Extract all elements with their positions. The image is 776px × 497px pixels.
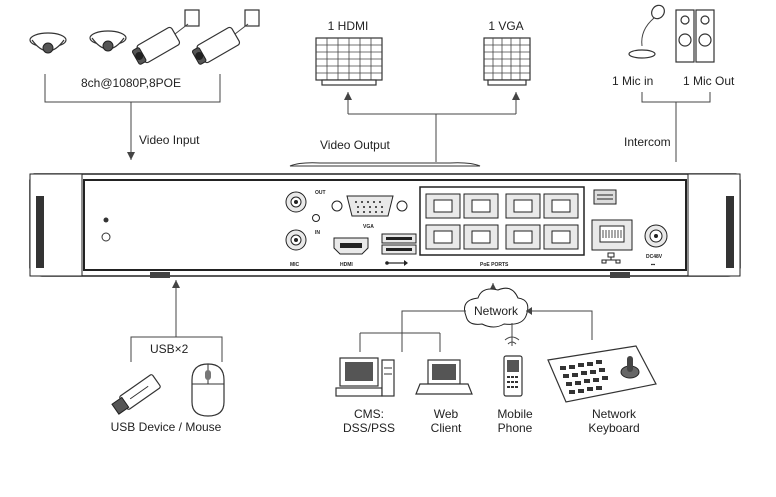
poe-port[interactable] bbox=[463, 193, 499, 219]
warning-label-icon bbox=[593, 189, 617, 205]
hdmi-arrow-icon bbox=[344, 92, 352, 100]
audio-out-label: OUT bbox=[315, 190, 326, 196]
video-input-arrow-icon bbox=[127, 152, 135, 160]
dc-power-symbol: ⎓ bbox=[651, 262, 655, 268]
speaker-icon bbox=[675, 9, 715, 63]
mic-in-port[interactable] bbox=[285, 229, 307, 251]
poe-ports-label: PoE PORTS bbox=[480, 262, 509, 268]
dc-power-label: DC48V bbox=[646, 254, 663, 260]
poe-port[interactable] bbox=[543, 224, 579, 250]
microphone-icon bbox=[628, 4, 665, 59]
network-keyboard-label-line2: Keyboard bbox=[588, 421, 639, 435]
vga-port-label: VGA bbox=[363, 224, 374, 230]
usb-device-label: USB Device / Mouse bbox=[111, 420, 222, 434]
desktop-computer-icon bbox=[335, 357, 395, 397]
mobile-phone-label-line2: Phone bbox=[498, 421, 533, 435]
laptop-icon bbox=[415, 359, 473, 395]
usb-flash-drive-icon bbox=[111, 374, 161, 415]
dc-power-port[interactable] bbox=[644, 224, 668, 248]
audio-out-port[interactable] bbox=[285, 191, 307, 213]
intercom-label: Intercom bbox=[624, 135, 671, 149]
network-keyboard-icon bbox=[547, 345, 657, 403]
mic-port-label: MIC bbox=[290, 262, 300, 268]
camera-bracket bbox=[44, 74, 221, 103]
usb-bracket bbox=[130, 336, 223, 362]
usb-symbol-icon bbox=[385, 260, 408, 266]
mobile-phone-icon bbox=[503, 336, 523, 397]
bullet-camera-icon bbox=[131, 9, 200, 65]
vga-monitor-label: 1 VGA bbox=[488, 19, 523, 33]
usb-arrow-icon bbox=[172, 280, 180, 288]
ground-screw-icon bbox=[101, 217, 111, 242]
network-cloud-icon bbox=[464, 287, 529, 328]
usb-port[interactable] bbox=[381, 244, 417, 255]
network-label: Network bbox=[474, 304, 519, 318]
poe-port[interactable] bbox=[505, 193, 541, 219]
nvr-rear-panel bbox=[29, 162, 741, 278]
poe-port-block bbox=[419, 186, 585, 256]
dome-camera-icon bbox=[89, 30, 127, 52]
hdmi-monitor-label: 1 HDMI bbox=[328, 19, 369, 33]
vga-port[interactable] bbox=[331, 195, 408, 217]
hdmi-monitor-icon bbox=[315, 37, 383, 86]
mic-in-label: 1 Mic in bbox=[612, 74, 653, 88]
status-led-icon bbox=[312, 214, 320, 222]
camera-spec-label: 8ch@1080P,8POE bbox=[81, 76, 181, 90]
bullet-camera-icon bbox=[191, 9, 260, 65]
intercom-bracket bbox=[641, 92, 711, 103]
video-input-label: Video Input bbox=[139, 133, 200, 147]
usb-count-label: USB×2 bbox=[150, 342, 189, 356]
mouse-icon bbox=[191, 363, 225, 417]
network-keyboard-label-line1: Network bbox=[592, 407, 637, 421]
video-output-label: Video Output bbox=[320, 138, 390, 152]
mic-in-port-label: IN bbox=[315, 230, 320, 236]
vga-monitor-icon bbox=[483, 37, 531, 86]
poe-port[interactable] bbox=[463, 224, 499, 250]
ethernet-port[interactable] bbox=[591, 219, 633, 251]
poe-port[interactable] bbox=[543, 193, 579, 219]
mic-out-label: 1 Mic Out bbox=[683, 74, 735, 88]
web-client-label-line1: Web bbox=[434, 407, 459, 421]
poe-port[interactable] bbox=[425, 193, 461, 219]
camera-group bbox=[29, 9, 260, 65]
web-client-label-line2: Client bbox=[431, 421, 462, 435]
poe-port[interactable] bbox=[505, 224, 541, 250]
usb-port[interactable] bbox=[381, 233, 417, 244]
poe-port[interactable] bbox=[425, 224, 461, 250]
network-symbol-icon bbox=[601, 252, 621, 264]
mobile-phone-label-line1: Mobile bbox=[497, 407, 533, 421]
dome-camera-icon bbox=[29, 32, 67, 54]
cms-label-line1: CMS: bbox=[354, 407, 384, 421]
vga-arrow-icon bbox=[512, 92, 520, 100]
hdmi-port[interactable] bbox=[333, 237, 369, 255]
cms-label-line2: DSS/PSS bbox=[343, 421, 395, 435]
hdmi-port-label: HDMI bbox=[340, 262, 353, 268]
